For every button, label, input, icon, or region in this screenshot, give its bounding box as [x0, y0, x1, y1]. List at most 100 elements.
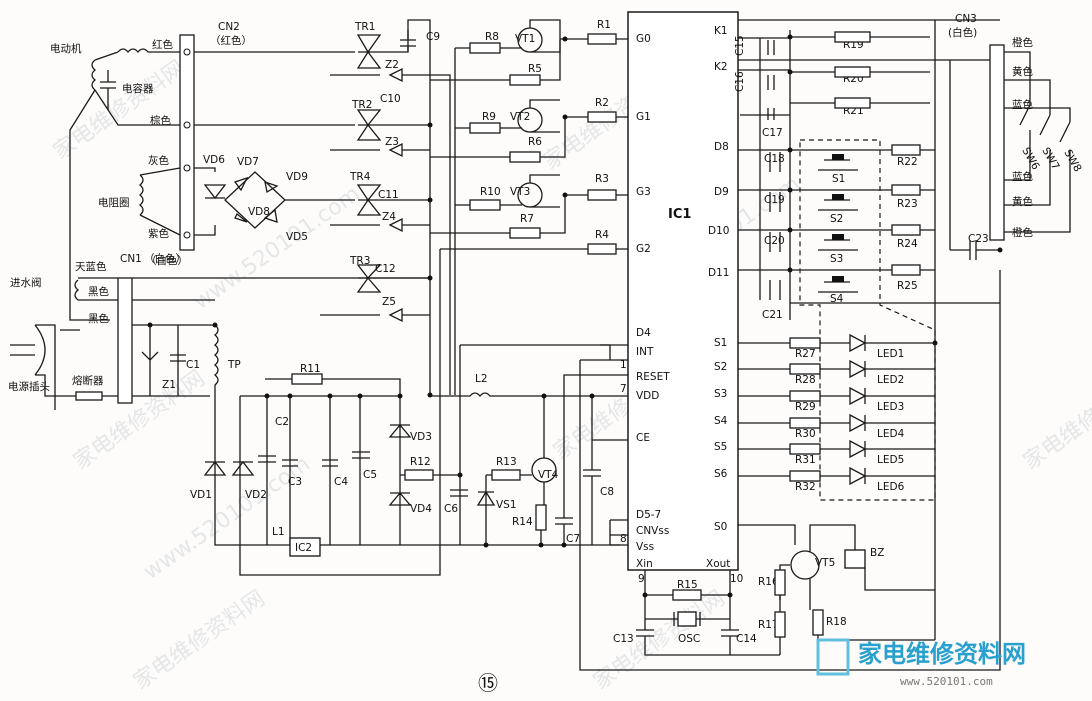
svg-text:Z3: Z3	[385, 136, 399, 148]
svg-text:VD2: VD2	[245, 489, 267, 501]
pin-s1: S1	[714, 337, 727, 349]
svg-text:LED2: LED2	[877, 374, 904, 386]
figure-number: ⑮	[478, 671, 498, 695]
motor-coil	[117, 48, 180, 54]
pin-num-8: 8	[620, 533, 627, 545]
svg-text:Z4: Z4	[382, 211, 396, 223]
svg-text:（白色）: （白色）	[144, 252, 186, 265]
wire-red: 红色	[152, 38, 173, 51]
pin-s5: S5	[714, 441, 727, 453]
driver-section: R8 R9 R10 VT1 VT2 VT3 R5 R6 R7 R1 R2 R3 …	[430, 19, 628, 450]
pin-cnvss: CNVss	[636, 525, 669, 537]
svg-text:S3: S3	[830, 253, 843, 265]
svg-text:IC2: IC2	[295, 542, 312, 554]
pin-int: INT	[636, 346, 654, 358]
svg-text:R2: R2	[595, 97, 609, 109]
ic1-right-pins: K1 K2 D8 D9 D10 D11 S1 S2 S3 S4 S5 S6 S0…	[638, 25, 743, 585]
svg-text:C7: C7	[566, 533, 580, 545]
svg-text:家电维修资料网: 家电维修资料网	[1019, 366, 1092, 475]
logo-url: www.520101.com	[900, 675, 993, 688]
triac-section: TR1 TR2 TR4 TR3 C9 C10 C11 C12 Z2 Z3 Z4 …	[320, 19, 451, 395]
svg-text:TR4: TR4	[349, 171, 371, 183]
motor-label: 电动机	[50, 42, 82, 55]
svg-text:VT2: VT2	[510, 111, 530, 123]
svg-text:C14: C14	[736, 633, 757, 645]
svg-text:C23: C23	[968, 233, 989, 245]
fuse	[75, 391, 103, 401]
pin-d9: D9	[714, 186, 729, 198]
svg-text:R5: R5	[528, 63, 542, 75]
svg-text:R27: R27	[795, 348, 816, 360]
svg-text:橙色: 橙色	[1012, 36, 1034, 49]
svg-text:C2: C2	[275, 416, 289, 428]
pin-g1: G1	[636, 111, 651, 123]
svg-text:C13: C13	[613, 633, 634, 645]
svg-text:家电维修资料网: 家电维修资料网	[589, 586, 730, 695]
svg-text:C15: C15	[734, 35, 746, 56]
pin-num-10: 10	[730, 573, 743, 585]
svg-text:R18: R18	[826, 616, 847, 628]
pin-num-9: 9	[638, 573, 645, 585]
svg-text:www.520101.com: www.520101.com	[139, 451, 315, 584]
svg-text:TR3: TR3	[349, 255, 370, 267]
svg-text:R11: R11	[300, 363, 321, 375]
svg-text:Z2: Z2	[385, 59, 399, 71]
svg-text:R13: R13	[496, 456, 517, 468]
pin-d4: D4	[636, 327, 651, 339]
motor-section: 电动机 电容器 红色 棕色	[50, 38, 180, 321]
wire-brown: 棕色	[150, 114, 171, 127]
junction-dots	[147, 34, 1003, 598]
cn2-connector	[179, 34, 195, 251]
wire-gray: 灰色	[148, 154, 169, 167]
svg-text:R23: R23	[897, 198, 918, 210]
svg-text:R3: R3	[595, 173, 609, 185]
cn2-color: （红色）	[210, 34, 252, 47]
svg-text:C10: C10	[380, 93, 401, 105]
pin-s3: S3	[714, 388, 727, 400]
pin-d11: D11	[708, 267, 729, 279]
svg-text:SW6: SW6	[1019, 146, 1041, 173]
cn3-connector	[989, 44, 1005, 241]
svg-text:R7: R7	[520, 213, 534, 225]
svg-text:R1: R1	[597, 19, 611, 31]
svg-text:C1: C1	[186, 359, 200, 371]
svg-text:C9: C9	[426, 31, 440, 43]
pin-s6: S6	[714, 468, 728, 480]
pin-g2: G2	[636, 243, 651, 255]
pin-d8: D8	[714, 141, 729, 153]
reset-section: L2 C6 VS1 R13 VT4 R14 C7 C8	[430, 270, 1001, 671]
cn2-label: CN2	[218, 21, 240, 33]
svg-text:R25: R25	[897, 280, 918, 292]
svg-text:LED6: LED6	[877, 481, 905, 493]
svg-text:VD4: VD4	[410, 503, 432, 515]
switch-panel-outline	[799, 139, 936, 501]
svg-text:黄色: 黄色	[1012, 195, 1034, 208]
svg-text:R31: R31	[795, 454, 816, 466]
svg-text:R8: R8	[485, 31, 499, 43]
svg-text:TR1: TR1	[354, 21, 375, 33]
svg-text:www.520101.com: www.520101.com	[189, 181, 365, 314]
bridge-rectifier: VD6 VD7 VD9 VD8 VD5	[203, 154, 355, 243]
svg-text:S1: S1	[832, 173, 845, 185]
svg-text:R14: R14	[512, 516, 533, 528]
svg-text:R6: R6	[528, 136, 542, 148]
svg-text:LED5: LED5	[877, 454, 904, 466]
fuse-label: 熔断器	[72, 374, 104, 387]
svg-text:C11: C11	[378, 189, 399, 201]
wire-purple: 紫色	[148, 227, 169, 240]
pin-k1: K1	[714, 25, 728, 37]
pin-num-1: 1	[620, 359, 627, 371]
svg-text:LED4: LED4	[877, 428, 905, 440]
svg-text:C17: C17	[762, 127, 783, 139]
svg-text:BZ: BZ	[870, 547, 884, 559]
pin-s2: S2	[714, 361, 727, 373]
cn3-label: CN3	[955, 13, 977, 25]
svg-text:R22: R22	[897, 156, 918, 168]
svg-text:R16: R16	[758, 576, 779, 588]
cn3-color: (白色)	[948, 26, 977, 39]
svg-text:C21: C21	[762, 309, 783, 321]
cn1-label: CN1	[120, 253, 142, 265]
svg-text:L2: L2	[475, 373, 488, 385]
svg-text:LED3: LED3	[877, 401, 904, 413]
